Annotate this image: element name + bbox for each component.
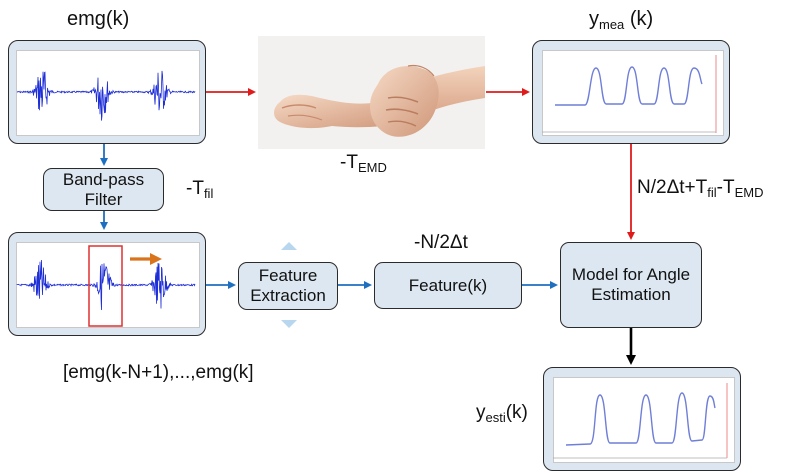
model-line1: Model for Angle bbox=[571, 265, 691, 284]
measured-angle-panel bbox=[532, 40, 730, 144]
window-shift-arrow-head bbox=[150, 253, 162, 265]
emg-waveform bbox=[16, 259, 196, 311]
feature-extraction-box: Feature Extraction bbox=[238, 262, 338, 310]
raw-emg-signal bbox=[16, 70, 196, 121]
delay-label: N/2Δt+Tfil-TEMD bbox=[637, 177, 764, 200]
emg-waveform bbox=[16, 70, 196, 121]
scroll-up-icon bbox=[281, 242, 297, 250]
feature-k-box: Feature(k) bbox=[374, 262, 522, 309]
model-line2: Estimation bbox=[591, 285, 671, 304]
band-pass-line1: Band-pass bbox=[62, 169, 145, 189]
band-pass-filter-box: Band-pass Filter bbox=[43, 168, 164, 211]
t-emd-label: -TEMD bbox=[340, 152, 387, 175]
feature-extraction-line2: Extraction bbox=[250, 286, 326, 305]
measured-angle-curve bbox=[555, 66, 703, 106]
feature-extraction-line1: Feature bbox=[258, 266, 318, 285]
feature-k-label: Feature(k) bbox=[408, 275, 488, 295]
estimated-angle-curve bbox=[565, 392, 716, 446]
scroll-down-icon bbox=[281, 320, 297, 328]
window-label: [emg(k-N+1),...,emg(k] bbox=[63, 362, 254, 383]
y-esti-label: yesti(k) bbox=[476, 402, 528, 425]
window-box bbox=[88, 245, 123, 327]
estimated-angle-panel bbox=[543, 367, 741, 471]
band-pass-line2: Filter bbox=[84, 189, 123, 209]
t-fil-label: -Tfil bbox=[186, 178, 214, 201]
emg-k-label: emg(k) bbox=[67, 8, 130, 30]
y-mea-label: ymea (k) bbox=[589, 8, 654, 32]
filtered-emg-signal bbox=[16, 259, 196, 311]
model-angle-estimation-box: Model for Angle Estimation bbox=[560, 242, 702, 328]
wrist-photo bbox=[258, 36, 485, 149]
minus-n-label: -N/2Δt bbox=[414, 232, 468, 253]
wrist-image bbox=[258, 36, 485, 149]
